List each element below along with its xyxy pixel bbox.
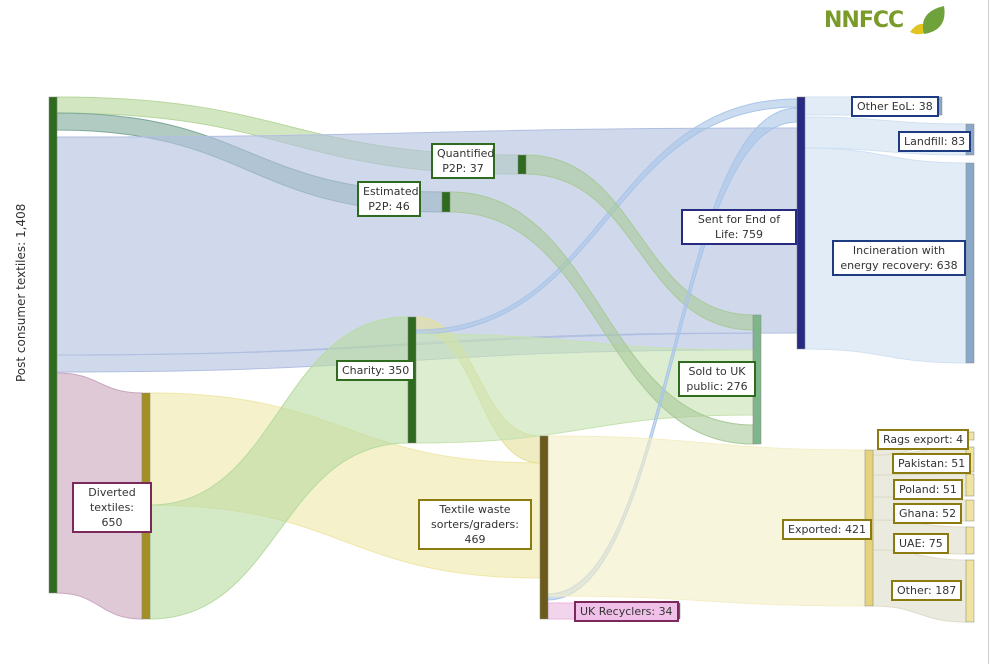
node-label-ghana: Ghana: 52: [893, 503, 963, 524]
node-sorters[interactable]: [539, 435, 549, 620]
node-label-diverted: Diverted textiles: 650: [72, 482, 152, 533]
node-label-pakistan: Pakistan: 51: [892, 453, 972, 474]
node-label-incin: Incineration with energy recovery: 638: [832, 240, 966, 276]
window-edge: [988, 0, 989, 664]
node-label-othereol: Other EoL: 38: [851, 96, 939, 117]
node-quantified[interactable]: [517, 154, 527, 175]
node-uae[interactable]: [965, 526, 975, 555]
node-label-quantified: Quantified P2P: 37: [431, 143, 495, 179]
node-label-sold: Sold to UK public: 276: [678, 361, 756, 397]
link-charity-sold[interactable]: [415, 333, 754, 444]
node-label-eol: Sent for End of Life: 759: [681, 209, 797, 245]
node-other[interactable]: [965, 559, 975, 623]
node-label-rags: Rags export: 4: [877, 429, 970, 450]
node-post[interactable]: [48, 96, 58, 594]
node-poland[interactable]: [965, 473, 975, 497]
node-label-other: Other: 187: [891, 580, 963, 601]
logo-text: NNFCC: [824, 8, 904, 33]
node-ghana[interactable]: [965, 499, 975, 522]
node-label-poland: Poland: 51: [893, 479, 963, 500]
node-eol[interactable]: [796, 96, 806, 350]
node-label-post: Post consumer textiles: 1,408: [14, 203, 28, 382]
node-label-recyclers: UK Recyclers: 34: [574, 601, 679, 622]
node-label-uae: UAE: 75: [893, 533, 949, 554]
node-estimated[interactable]: [441, 191, 451, 213]
node-label-exported: Exported: 421: [782, 519, 872, 540]
node-incin[interactable]: [965, 162, 975, 364]
node-label-charity: Charity: 350: [336, 360, 416, 381]
node-label-estimated: Estimated P2P: 46: [357, 181, 421, 217]
leaf-icon: [910, 6, 945, 35]
nnfcc-logo: NNFCC: [824, 6, 945, 35]
node-label-landfill: Landfill: 83: [898, 131, 972, 152]
node-label-sorters: Textile waste sorters/graders: 469: [418, 499, 532, 550]
